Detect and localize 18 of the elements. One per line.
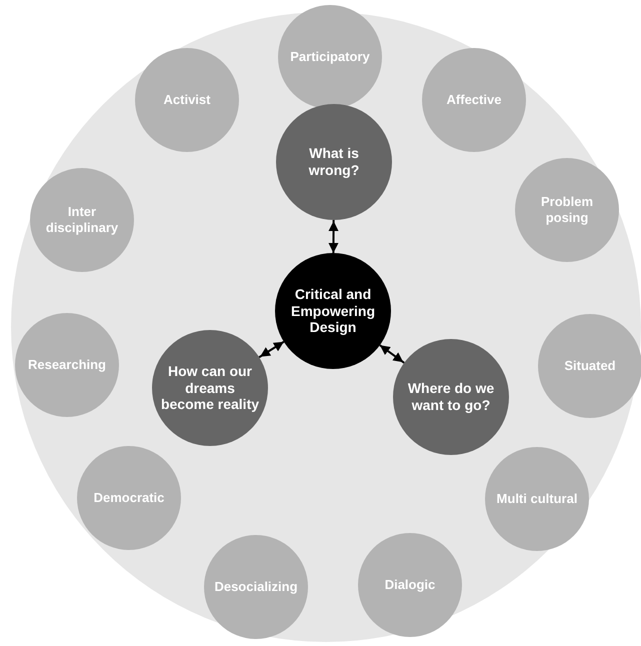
node-label: Situated	[564, 358, 616, 374]
node-label: What is wrong?	[308, 145, 360, 179]
node-label: Dialogic	[384, 577, 436, 593]
node-label: Activist	[164, 92, 210, 108]
node-label: Participatory	[290, 49, 370, 65]
connector	[258, 340, 284, 358]
node-label: Affective	[446, 92, 502, 108]
node-label: Where do we want to go?	[406, 380, 496, 414]
node-label: Multi cultural	[496, 491, 578, 507]
node-label: How can our dreams become reality	[160, 362, 260, 414]
node-label: Inter disciplinary	[44, 204, 120, 236]
connector	[379, 344, 405, 364]
node-label: Democratic	[94, 490, 164, 506]
node-label: Researching	[28, 357, 106, 373]
node-label: Critical and Empowering Design	[290, 286, 376, 336]
connector	[328, 220, 339, 253]
node-label: Desocializing	[214, 579, 298, 595]
node-label: Problem posing	[540, 194, 594, 226]
